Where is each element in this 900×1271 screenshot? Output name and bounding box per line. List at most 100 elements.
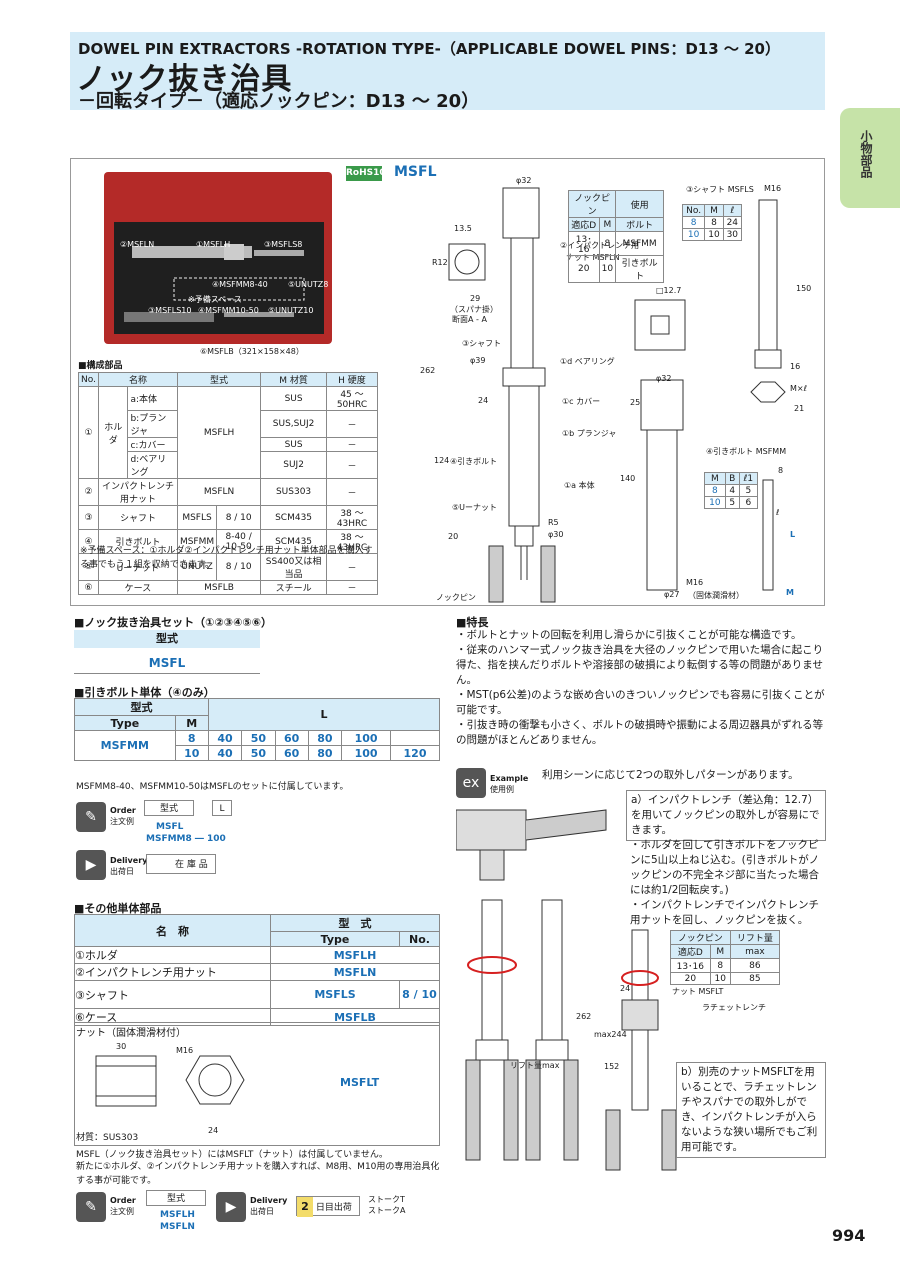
delivery-label: Delivery <box>110 856 148 865</box>
comp-material: SUS303 <box>260 478 327 506</box>
side-tab-label: 小物部品 <box>859 130 873 178</box>
bs-l: 120 <box>390 745 440 761</box>
order2-type-box: 型式 <box>146 1190 206 1206</box>
comp-material: スチール <box>260 580 327 595</box>
dim-label: M16 <box>764 184 782 193</box>
nut-material: 材質：SUS303 <box>76 1133 139 1143</box>
nut-dim: 30 <box>116 1042 127 1051</box>
nut-type: MSFLT <box>340 1076 380 1089</box>
comp-material: SCM435 <box>260 505 327 530</box>
delivery-label-ja-2: 出荷日 <box>250 1207 274 1216</box>
photo-label: ②MSFLN <box>120 240 155 249</box>
days-number: 2 <box>297 1197 313 1217</box>
feature-item: ・従来のハンマー式ノック抜き治具を大径のノックピンで用いた場合に起こり得た、指を… <box>456 644 824 686</box>
bolt-single-note: MSFMM8-40、MSFMM10-50はMSFLのセットに付属しています。 <box>76 782 349 792</box>
order-icon: ✎ <box>76 802 106 832</box>
op-name: ③シャフト <box>74 980 271 1009</box>
dim-label: 断面A - A <box>452 315 487 324</box>
comp-name: インパクトレンチ用ナット <box>97 478 178 506</box>
stroke-badge: ストークT ストークA <box>368 1194 434 1218</box>
comp-no: ⑥ <box>78 580 99 595</box>
lift-cell: 86 <box>729 958 781 973</box>
bolt-cell: 5 <box>724 496 740 509</box>
pin-cell: MSFMM <box>615 231 664 256</box>
dim-label: ①d ベアリング <box>560 357 615 366</box>
shaft-cell: 10 <box>704 228 724 241</box>
bs-l <box>390 730 440 746</box>
dim-label: 20 <box>448 532 459 541</box>
feature-item: ・引抜き時の衝撃も小さく、ボルトの破損時や振動による周辺器具がずれる等の問題がほ… <box>456 719 824 746</box>
set-title: ■ノック抜き治具セット（①②③④⑤⑥） <box>74 616 273 629</box>
bs-l: 60 <box>274 745 309 761</box>
components-table: No. 名称 型式 M 材質 H 硬度 ① ホルダ a:本体 MSFLH SUS… <box>78 372 379 595</box>
shaft-cell: 24 <box>722 216 743 229</box>
comp-no: ① <box>78 386 99 479</box>
comp-hardness: － <box>325 553 379 581</box>
bolt-cell: 4 <box>724 484 740 497</box>
comp-type: MSFLH <box>176 386 262 479</box>
order-label-ja: 注文例 <box>110 817 134 826</box>
dim-label: 16 <box>790 362 801 371</box>
title-en: DOWEL PIN EXTRACTORS -ROTATION TYPE-（APP… <box>78 40 780 58</box>
dim-label: ④引きボルト MSFMM <box>706 447 787 456</box>
pin-cell: 8 <box>598 231 617 256</box>
bs-l: 50 <box>241 730 276 746</box>
days-badge: 2 日目出荷 <box>296 1196 360 1217</box>
bolt-cell: 8 <box>704 484 726 497</box>
order-type-box: 型式 <box>144 800 194 816</box>
op-head: 名 称 <box>74 914 271 947</box>
delivery-truck-icon: ▶ <box>76 850 106 880</box>
usage-label: ラチェットレンチ <box>702 1003 766 1012</box>
comp-size: 8 / 10 <box>216 553 262 581</box>
shaft-cell: 8 <box>704 216 724 229</box>
pin-table-head: 適応D <box>568 217 600 232</box>
comp-head: 名称 <box>97 372 178 387</box>
comp-hardness: － <box>325 580 379 595</box>
bs-l: 80 <box>307 745 343 761</box>
bs-head-l: L <box>207 698 441 731</box>
side-tab[interactable] <box>840 108 900 208</box>
dim-label: φ30 <box>548 530 564 539</box>
dim-label: φ32 <box>656 374 672 383</box>
dim-label: ③シャフト <box>462 339 502 348</box>
example-label-ja: 使用例 <box>490 785 514 794</box>
dim-label: □12.7 <box>656 286 682 295</box>
other-parts-title: ■その他単体部品 <box>74 902 162 915</box>
photo-label: ⑤UNUTZ8 <box>288 280 329 289</box>
comp-head: No. <box>78 372 99 387</box>
nut-dim: M16 <box>176 1046 194 1055</box>
bolt-single-title: ■引きボルト単体（④のみ） <box>74 686 215 699</box>
order2-ex1: MSFLH <box>160 1210 195 1220</box>
order-label-2: Order <box>110 1196 136 1205</box>
dim-label: ④引きボルト <box>450 457 498 466</box>
comp-head: M 材質 <box>260 372 327 387</box>
features-title: ■特長 <box>456 616 489 629</box>
shaft-head: ℓ <box>722 204 743 217</box>
nut-dim: 24 <box>208 1126 219 1135</box>
op-head: No. <box>399 931 440 947</box>
example-a-steps: ・ホルダを回して引きボルトをノックピンに5山以上ねじ込む。(引きボルトがノックピ… <box>630 839 820 926</box>
shaft-cell: 8 <box>681 216 706 229</box>
usage-dim: 262 <box>576 1012 592 1021</box>
photo-label: ③MSFLS10 <box>148 306 192 315</box>
order-label: Order <box>110 806 136 815</box>
usage-label: リフト量max <box>510 1061 560 1070</box>
dim-label: 262 <box>420 366 436 375</box>
other-note-2: 新たに①ホルダ、②インパクトレンチ用ナットを購入すれば、M8用、M10用の専用治… <box>76 1162 440 1186</box>
header-band <box>70 32 825 110</box>
order2-ex2: MSFLN <box>160 1222 195 1232</box>
pin-cell: 10 <box>598 255 617 283</box>
comp-type: MSFLN <box>176 478 262 506</box>
example-intro: 利用シーンに応じて2つの取外しパターンがあります。 <box>542 769 799 781</box>
dim-label: 24 <box>478 396 489 405</box>
dim-label: 25 <box>630 398 641 407</box>
photo-tools-illustration <box>124 244 305 322</box>
comp-material: SUS <box>260 386 327 411</box>
comp-material: SS400又は相当品 <box>260 553 327 581</box>
op-name: ⑥ケース <box>74 1008 271 1026</box>
rohs-badge: RoHS10 <box>346 166 386 181</box>
comp-hardness: 38 ～ 43HRC <box>325 529 379 554</box>
lift-head: M <box>709 944 731 959</box>
example-icon: ex <box>456 768 486 798</box>
